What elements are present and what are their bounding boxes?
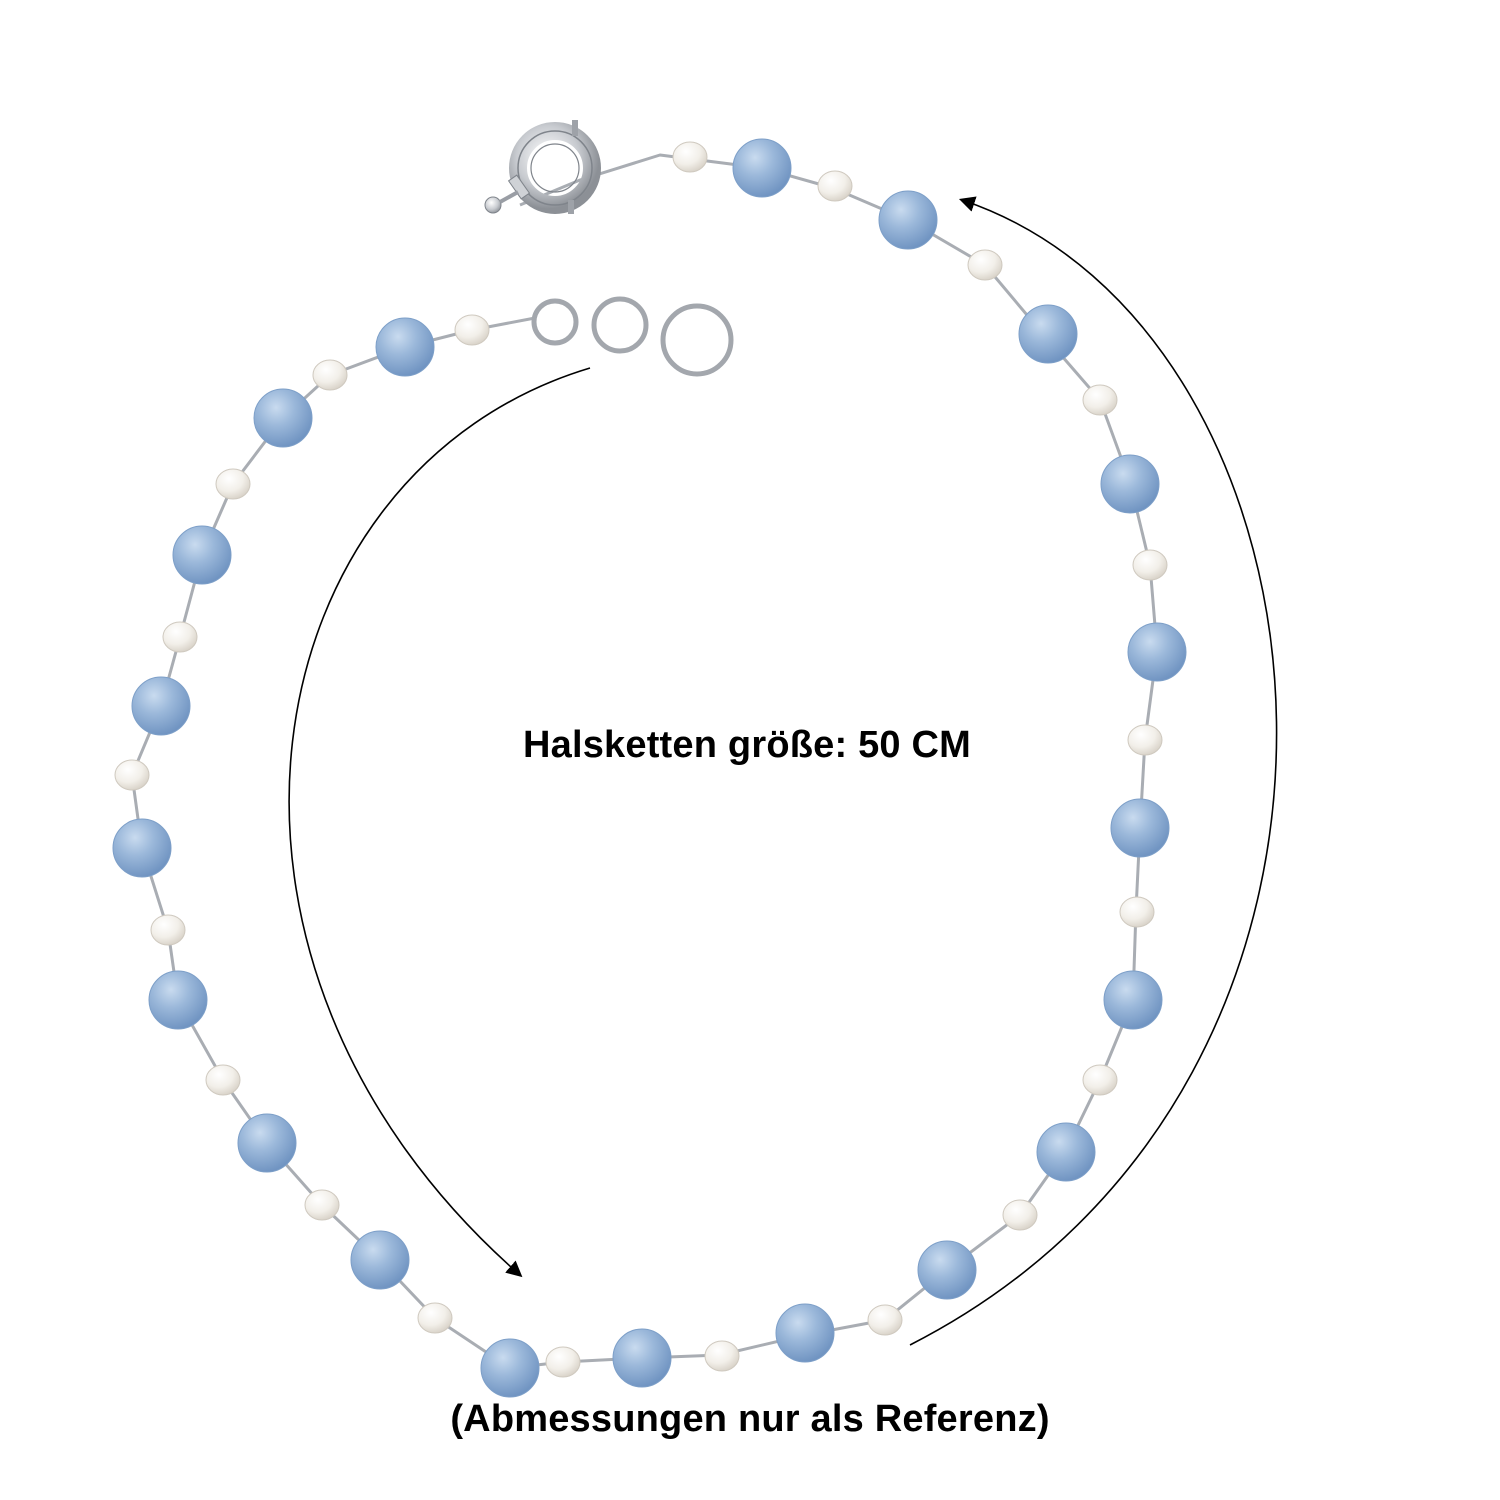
blue-beads [112,138,1187,1398]
measure-arrow-right [909,196,1278,1346]
spring-ring-clasp [484,120,601,214]
size-label-text: Halsketten größe: 50 CM [522,724,972,766]
extender-chain [531,296,734,377]
reference-note: (Abmessungen nur als Referenz) [450,1398,1050,1440]
necklace-size-label: Halsketten größe: 50 CM [0,724,1500,767]
pearls [114,141,1168,1378]
measure-arrow-left [288,367,591,1278]
